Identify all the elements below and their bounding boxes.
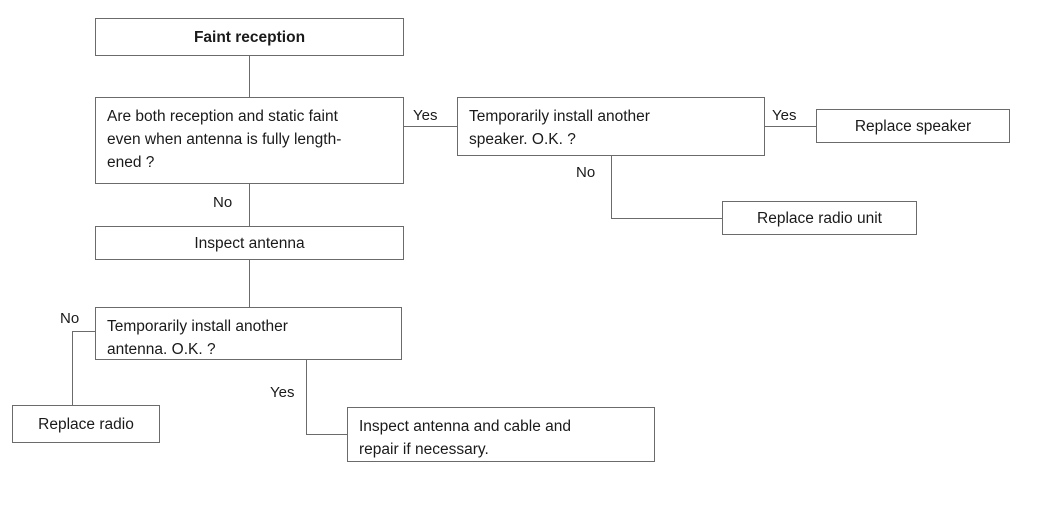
connector-inspect-antenna-to-decision (249, 260, 250, 307)
node-result-inspect-cable[interactable]: Inspect antenna and cable and repair if … (347, 407, 655, 462)
connector-antenna-yes-to-inspect-cable (306, 434, 347, 435)
connector-antenna-yes-vertical (306, 360, 307, 435)
edge-label-reception-yes: Yes (413, 107, 438, 124)
node-action-temp-speaker[interactable]: Temporarily install another speaker. O.K… (457, 97, 765, 156)
connector-start-to-decision (249, 55, 250, 97)
connector-decision-yes-to-speaker (404, 126, 457, 127)
edge-label-reception-no: No (213, 194, 233, 211)
edge-label-speaker-no: No (576, 164, 596, 181)
node-result-replace-speaker-label: Replace speaker (854, 117, 972, 135)
node-result-replace-speaker[interactable]: Replace speaker (816, 109, 1010, 143)
node-result-inspect-cable-label: Inspect antenna and cable and repair if … (359, 418, 572, 458)
connector-speaker-yes-to-replace-speaker (765, 126, 816, 127)
connector-antenna-no-horizontal (72, 331, 95, 332)
edge-label-speaker-yes: Yes (772, 107, 797, 124)
connector-speaker-no-to-replace-radio-unit (611, 218, 722, 219)
node-decision-reception-static[interactable]: Are both reception and static faint even… (95, 97, 404, 184)
connector-antenna-no-to-replace-radio (72, 331, 73, 405)
node-result-replace-radio-unit-label: Replace radio unit (757, 209, 882, 227)
node-result-replace-radio[interactable]: Replace radio (12, 405, 160, 443)
node-action-temp-speaker-label: Temporarily install another speaker. O.K… (469, 108, 650, 148)
node-action-inspect-antenna-label: Inspect antenna (194, 234, 305, 252)
node-result-replace-radio-label: Replace radio (38, 415, 134, 433)
node-start-label: Faint reception (193, 28, 306, 46)
node-result-replace-radio-unit[interactable]: Replace radio unit (722, 201, 917, 235)
connector-decision-no-to-inspect-antenna (249, 184, 250, 226)
connector-speaker-no-vertical (611, 156, 612, 219)
edge-label-antenna-yes: Yes (270, 384, 295, 401)
node-action-inspect-antenna[interactable]: Inspect antenna (95, 226, 404, 260)
edge-label-antenna-no: No (60, 310, 80, 327)
node-decision-temp-antenna-label: Temporarily install another antenna. O.K… (107, 318, 288, 358)
node-decision-reception-static-label: Are both reception and static faint even… (107, 108, 342, 171)
node-start[interactable]: Faint reception (95, 18, 404, 56)
node-decision-temp-antenna[interactable]: Temporarily install another antenna. O.K… (95, 307, 402, 360)
